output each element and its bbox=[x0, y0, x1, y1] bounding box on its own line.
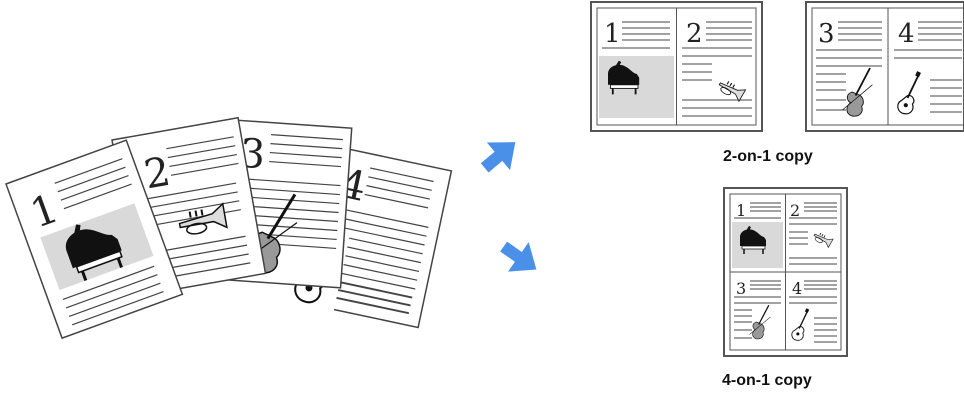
caption-2-on-1: 2-on-1 copy bbox=[723, 148, 813, 166]
quad-number-4: 4 bbox=[792, 279, 802, 298]
two-on-one-sheet-b: 3 4 bbox=[806, 2, 964, 131]
quad-number-2: 2 bbox=[790, 201, 800, 220]
original-pages: 4 3 2 1 bbox=[6, 118, 451, 338]
arrow-icon-lower bbox=[493, 232, 546, 284]
sheet-b-number-4: 4 bbox=[898, 19, 915, 49]
four-on-one-sheet: 1 2 3 4 bbox=[724, 188, 847, 356]
arrow-icon-upper bbox=[473, 128, 527, 181]
sheet-a-number-2: 2 bbox=[686, 19, 703, 49]
quad-number-1: 1 bbox=[736, 201, 746, 220]
two-on-one-sheet-a: 1 2 bbox=[591, 2, 762, 131]
sheet-a-number-1: 1 bbox=[604, 19, 621, 49]
sheet-b-number-3: 3 bbox=[818, 19, 835, 49]
quad-number-3: 3 bbox=[736, 279, 746, 298]
caption-4-on-1: 4-on-1 copy bbox=[722, 372, 812, 390]
